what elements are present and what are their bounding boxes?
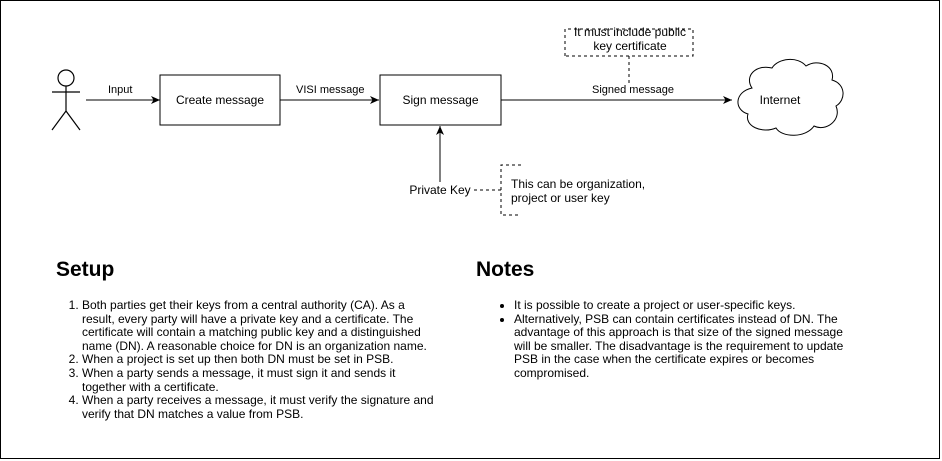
setup-item: When a party sends a message, it must si… [82,366,434,394]
input-edge-label: Input [108,84,133,96]
certificate-note-shape [564,28,694,98]
setup-title: Setup [56,258,115,281]
notes-list: It is possible to create a project or us… [484,298,859,381]
key-note-shape [474,164,521,216]
notes-title: Notes [476,258,535,281]
setup-list: Both parties get their keys from a centr… [52,298,434,421]
sign-message-label: Sign message [402,93,479,107]
internet-label: Internet [759,93,801,107]
notes-item: Alternatively, PSB can contain certifica… [514,312,859,381]
setup-item: When a party receives a message, it must… [82,393,434,421]
actor-icon [51,69,81,131]
setup-item: When a project is set up then both DN mu… [82,353,434,367]
create-message-label: Create message [175,93,265,107]
certificate-note: It must include public key certificate [573,25,687,53]
setup-item: Both parties get their keys from a centr… [82,298,434,353]
signed-edge-label: Signed message [592,84,674,96]
visi-edge-label: VISI message [296,84,365,96]
key-types-note: This can be organization, project or use… [511,177,646,205]
notes-item: It is possible to create a project or us… [514,298,859,313]
internet-cloud [737,59,844,136]
private-key-label: Private Key [409,183,471,197]
sign-message-box [379,74,502,126]
create-message-box [159,74,281,126]
